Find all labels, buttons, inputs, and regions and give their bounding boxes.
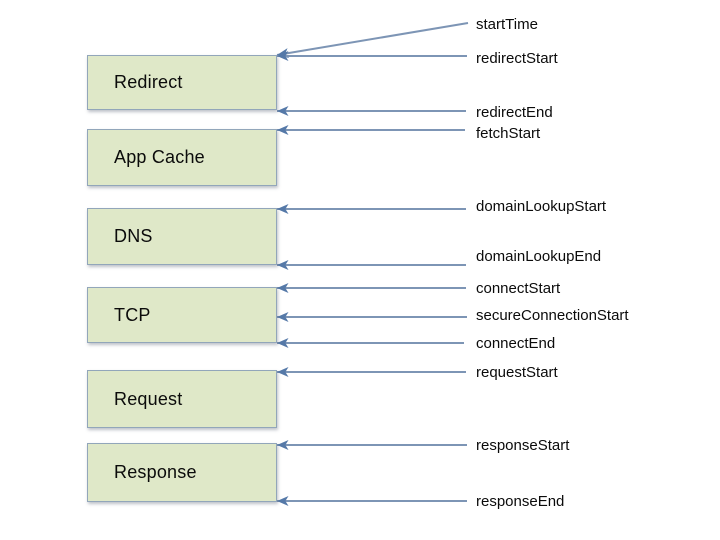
timing-marker-label-responseend: responseEnd — [476, 493, 565, 510]
timing-marker-label-fetchstart: fetchStart — [476, 125, 541, 142]
phase-label: Redirect — [114, 72, 183, 92]
timing-arrow-starttime — [276, 22, 469, 59]
phase-box-response: Response — [87, 443, 277, 502]
phase-box-tcp: TCP — [87, 287, 277, 343]
timing-marker-label-connectstart: connectStart — [476, 280, 561, 297]
phase-label: TCP — [114, 304, 151, 325]
timing-marker-label-secureconnectionstart: secureConnectionStart — [476, 307, 629, 324]
phase-label: App Cache — [114, 147, 205, 167]
phase-box-redirect: Redirect — [87, 55, 277, 110]
timing-marker-label-redirectstart: redirectStart — [476, 50, 558, 67]
timing-marker-label-starttime: startTime — [476, 16, 538, 33]
phase-box-app-cache: App Cache — [87, 129, 277, 186]
phase-label: DNS — [114, 226, 153, 246]
phase-label: Request — [114, 388, 183, 409]
timing-marker-label-requeststart: requestStart — [476, 364, 558, 381]
timing-marker-label-responsestart: responseStart — [476, 437, 570, 454]
phase-label: Response — [114, 462, 197, 482]
timing-marker-label-connectend: connectEnd — [476, 335, 556, 352]
timing-marker-label-domainlookupstart: domainLookupStart — [476, 198, 607, 215]
timing-arrows — [276, 22, 469, 506]
timing-marker-label-domainlookupend: domainLookupEnd — [476, 248, 602, 265]
timing-marker-label-redirectend: redirectEnd — [476, 104, 553, 121]
phase-box-request: Request — [87, 370, 277, 428]
phase-box-dns: DNS — [87, 208, 277, 265]
